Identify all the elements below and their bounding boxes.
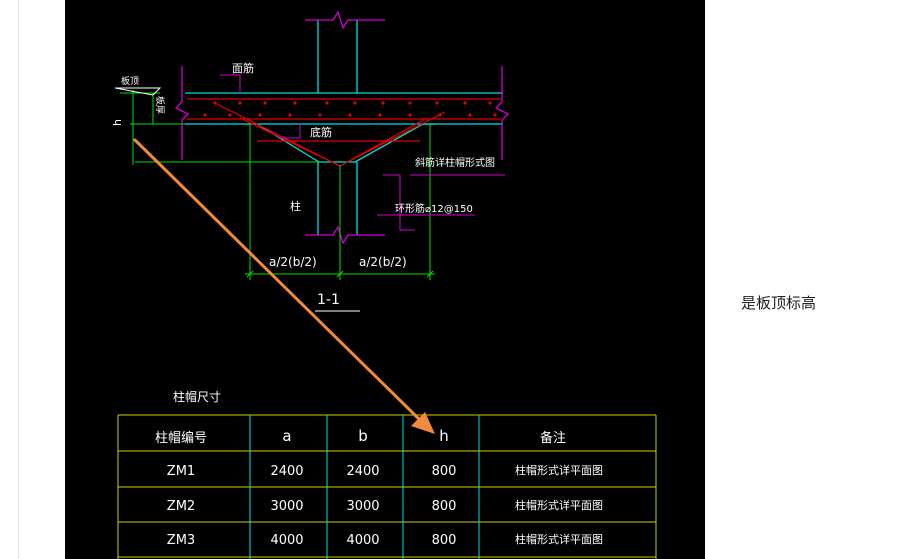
- table-cell-r1-id: ZM1: [167, 464, 195, 479]
- label-h: h: [111, 119, 124, 126]
- cad-drawing: 面筋 板顶 板厚 h 底筋 柱 斜筋详柱帽形式图 环形筋⌀12@150 a/2(…: [111, 10, 657, 559]
- reinforcement: [187, 98, 501, 167]
- upper-column: [317, 20, 358, 93]
- column-cap-table-grid: [117, 414, 657, 559]
- table-header-id: 柱帽编号: [155, 430, 207, 446]
- slab-elevation-mark: [114, 87, 162, 96]
- table-header-a: a: [282, 427, 291, 445]
- table-cell-r2-b: 3000: [346, 499, 379, 514]
- label-slab-elevation: 板顶: [121, 75, 139, 87]
- table-cell-r3-a: 4000: [270, 533, 303, 548]
- side-note-text: 是板顶标高: [741, 294, 817, 312]
- leader-lines: [220, 74, 505, 231]
- table-header-h: h: [439, 427, 449, 445]
- table-cell-r2-a: 3000: [270, 499, 303, 514]
- table-cell-r2-h: 800: [432, 499, 457, 514]
- slab-break-right: [494, 66, 510, 160]
- page-left-border: [18, 0, 19, 559]
- table-cell-r1-a: 2400: [270, 464, 303, 479]
- label-slab-thickness: 板厚: [154, 96, 166, 114]
- table-cell-r3-id: ZM3: [167, 533, 195, 548]
- table-cell-r1-h: 800: [432, 464, 457, 479]
- table-cell-r3-h: 800: [432, 533, 457, 548]
- label-section: 1-1: [317, 292, 340, 308]
- table-cell-r2-note: 柱帽形式详平面图: [515, 498, 603, 512]
- label-ring-bar: 环形筋⌀12@150: [395, 202, 473, 215]
- label-diagonal-bar-note: 斜筋详柱帽形式图: [415, 156, 495, 169]
- table-cell-r1-b: 2400: [346, 464, 379, 479]
- lower-column: [317, 162, 358, 235]
- table-cell-r3-b: 4000: [346, 533, 379, 548]
- table-title: 柱帽尺寸: [173, 389, 221, 404]
- slab-break-left: [174, 66, 190, 160]
- table-cell-r1-note: 柱帽形式详平面图: [515, 463, 603, 477]
- table-header-b: b: [358, 427, 368, 445]
- lower-break-line: [305, 225, 385, 245]
- rebar-dots: [203, 101, 497, 117]
- table-header-note: 备注: [540, 430, 566, 446]
- table-cell-r2-id: ZM2: [167, 499, 195, 514]
- label-top-bar: 面筋: [232, 61, 254, 75]
- label-dim-right: a/2(b/2): [359, 255, 407, 269]
- slab-outline: [185, 92, 503, 125]
- label-dim-left: a/2(b/2): [269, 255, 317, 269]
- label-column: 柱: [290, 199, 301, 213]
- table-cell-r3-note: 柱帽形式详平面图: [515, 532, 603, 546]
- label-bottom-bar: 底筋: [310, 125, 332, 139]
- annotation-arrow: [133, 138, 435, 434]
- upper-break-line: [305, 10, 385, 30]
- cad-drawing-screenshot: 面筋 板顶 板厚 h 底筋 柱 斜筋详柱帽形式图 环形筋⌀12@150 a/2(…: [65, 0, 705, 559]
